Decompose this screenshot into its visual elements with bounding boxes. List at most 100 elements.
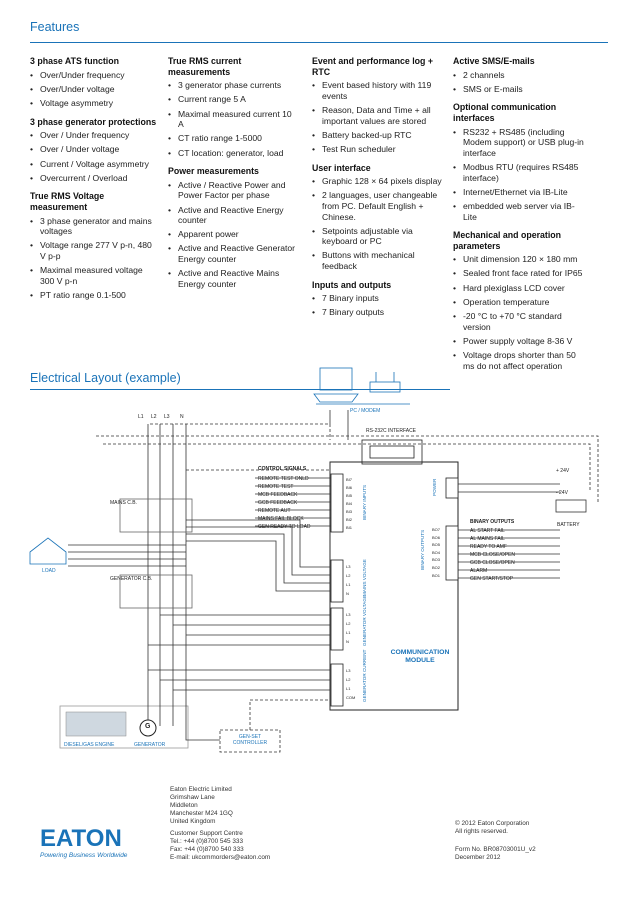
list-item: Over / Under frequency — [30, 130, 158, 141]
list-item: Maximal measured voltage 300 V p-n — [30, 265, 158, 286]
list-item: Current / Voltage asymmetry — [30, 159, 158, 170]
list-item: Reason, Data and Time + all important va… — [312, 105, 442, 126]
phase-l3: L3 — [164, 414, 170, 420]
generator-g-symbol: G — [145, 723, 151, 730]
features-title: Features — [30, 20, 80, 34]
list-item: Battery backed-up RTC — [312, 130, 442, 141]
list-item: Maximal measured current 10 A — [168, 109, 298, 130]
list-item: Buttons with mechanical feedback — [312, 250, 442, 271]
list-item: 3 generator phase currents — [168, 80, 298, 91]
list-item: 2 languages, user changeable from PC. De… — [312, 190, 442, 222]
list-item: Internet/Ethernet via IB-Lite — [453, 187, 588, 198]
heading-user-interface: User interface — [312, 162, 371, 173]
generator-voltage-vlabel: GENERATOR VOLTAGE — [362, 595, 367, 646]
heading-optional-comm: Optional communication interfaces — [453, 102, 557, 123]
phase-n: N — [180, 414, 184, 420]
signal-item: MCB FEEDBACK — [258, 492, 298, 498]
list-item: Hard plexiglass LCD cover — [453, 283, 588, 294]
list-item: Active and Reactive Mains Energy counter — [168, 268, 298, 289]
list-item: Modbus RTU (requires RS485 interface) — [453, 162, 588, 183]
features-rule — [30, 42, 608, 43]
output-item: ALARM — [470, 568, 488, 574]
heading-generator-protections: 3 phase generator protections — [30, 116, 157, 127]
list-item: 7 Binary inputs — [312, 293, 442, 304]
list-item: Over / Under voltage — [30, 144, 158, 155]
company-address: Eaton Electric Limited Grimshaw Lane Mid… — [170, 786, 233, 825]
mains-cb-label: MAINS C.B. — [110, 500, 137, 506]
binary-outputs-vlabel: BINARY OUTPUTS — [420, 529, 425, 570]
list-item: PT ratio range 0.1-500 — [30, 290, 158, 301]
list-item: SMS or E-mails — [453, 84, 588, 95]
phase-l1: L1 — [138, 414, 144, 420]
electrical-layout-rule — [30, 389, 450, 390]
heading-power-measurements: Power measurements — [168, 166, 259, 177]
list-item: Over/Under voltage — [30, 84, 158, 95]
heading-true-rms-voltage: True RMS Voltage measurement — [30, 191, 105, 212]
minus-24v-label: - 24V — [556, 490, 568, 496]
control-signals-label: CONTROL SIGNALS — [258, 466, 307, 472]
generator-current-vlabel: GENERATOR CURRENT — [362, 649, 367, 702]
list-item: Event based history with 119 events — [312, 80, 442, 101]
list-item: 2 channels — [453, 70, 588, 81]
power-vlabel: POWER — [432, 478, 437, 496]
diesel-engine-label: DIESEL/GAS ENGINE — [64, 742, 115, 748]
copyright: © 2012 Eaton Corporation All rights rese… — [455, 820, 530, 835]
mains-voltage-vlabel: MAINS VOLTAGE — [362, 559, 367, 596]
list-item: Apparent power — [168, 229, 298, 240]
pc-modem-label: PC / MODEM — [350, 408, 381, 414]
list-item: Voltage range 277 V p-n, 480 V p-p — [30, 240, 158, 261]
heading-event-log: Event and performance log + RTC — [312, 56, 433, 77]
battery-label: BATTERY — [557, 522, 580, 528]
list-item: embedded web server via IB-Lite — [453, 201, 588, 222]
generator-label: GENERATOR — [134, 742, 166, 748]
list-item: Over/Under frequency — [30, 70, 158, 81]
signal-item: MAINS FAIL BLOCK — [258, 516, 304, 522]
signal-item: GEN READY TO LOAD — [258, 524, 311, 530]
signal-item: REMOTE TEST — [258, 484, 294, 490]
load-label: LOAD — [42, 568, 56, 574]
eaton-logo: EATON — [40, 825, 122, 852]
features-col-3: Event and performance log + RTC Event ba… — [312, 56, 442, 326]
output-item: READY TO AMF — [470, 544, 507, 550]
signal-item: REMOTE AUT — [258, 508, 291, 514]
features-col-1: 3 phase ATS function Over/Under frequenc… — [30, 56, 158, 308]
list-item: 7 Binary outputs — [312, 307, 442, 318]
output-item: GEN START/STOP — [470, 576, 514, 582]
rs232-label: RS-232C INTERFACE — [366, 428, 417, 434]
heading-3phase-ats: 3 phase ATS function — [30, 56, 119, 66]
plus-24v-label: + 24V — [556, 468, 570, 474]
list-item: CT location: generator, load — [168, 148, 298, 159]
signal-item: REMOTE TEST ONLD — [258, 476, 309, 482]
heading-active-sms: Active SMS/E-mails — [453, 56, 535, 66]
list-item: Unit dimension 120 × 180 mm — [453, 254, 588, 265]
output-item: AL START FAIL — [470, 528, 505, 534]
list-item: Graphic 128 × 64 pixels display — [312, 176, 442, 187]
list-item: CT ratio range 1-5000 — [168, 133, 298, 144]
features-col-2: True RMS current measurements 3 generato… — [168, 56, 298, 297]
heading-true-rms-current: True RMS current measurements — [168, 56, 242, 77]
list-item: Active and Reactive Energy counter — [168, 205, 298, 226]
customer-support: Customer Support Centre Tel.: +44 (0)870… — [170, 830, 271, 861]
heading-inputs-outputs: Inputs and outputs — [312, 279, 392, 290]
list-item: Overcurrent / Overload — [30, 173, 158, 184]
eaton-tagline: Powering Business Worldwide — [40, 852, 128, 859]
output-item: GCB CLOSE/OPEN — [470, 560, 515, 566]
list-item: Power supply voltage 8-36 V — [453, 336, 588, 347]
list-item: -20 °C to +70 °C standard version — [453, 311, 588, 332]
phase-l2: L2 — [151, 414, 157, 420]
heading-mechanical: Mechanical and operation parameters — [453, 230, 562, 251]
signal-item: GCB FEEDBACK — [258, 500, 298, 506]
list-item: Sealed front face rated for IP65 — [453, 268, 588, 279]
list-item: 3 phase generator and mains voltages — [30, 216, 158, 237]
binary-outputs-label: BINARY OUTPUTS — [470, 519, 515, 525]
list-item: Operation temperature — [453, 297, 588, 308]
generator-cb-label: GENERATOR C.B. — [110, 576, 153, 582]
list-item: Setpoints adjustable via keyboard or PC — [312, 226, 442, 247]
list-item: Active / Reactive Power and Power Factor… — [168, 180, 298, 201]
